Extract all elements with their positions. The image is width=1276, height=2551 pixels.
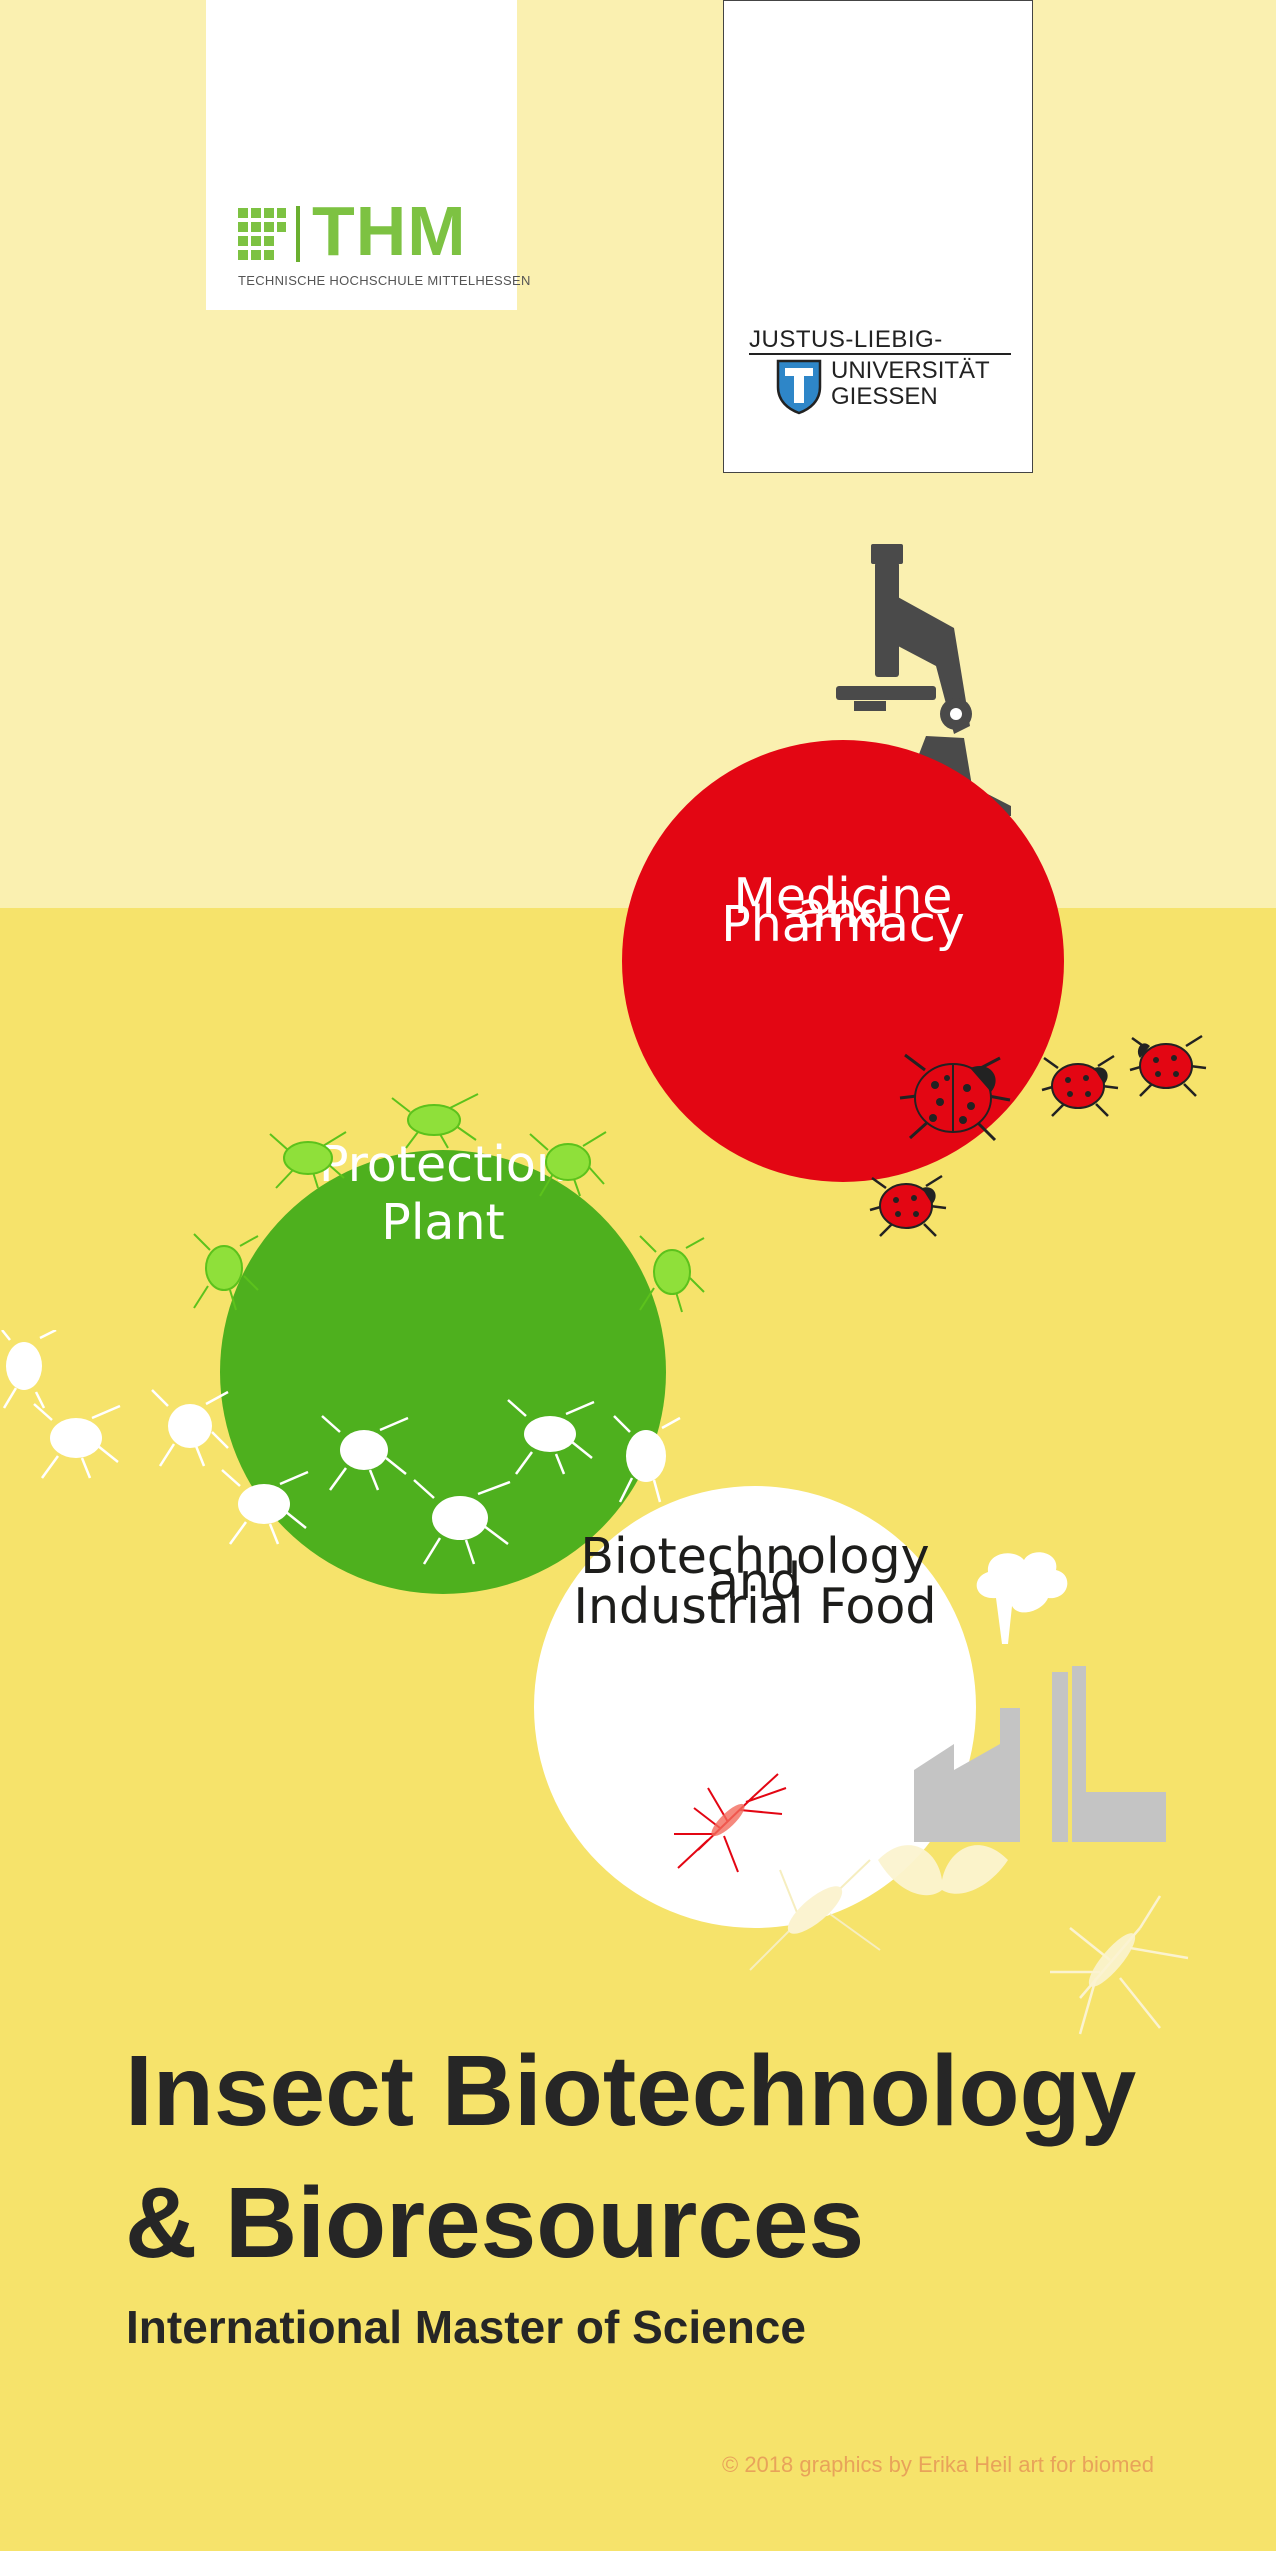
food-line2: and [708,1553,802,1610]
moth-icon [878,1845,1008,1896]
ladybug-icon [869,1174,947,1237]
ladybug-icon [1129,1034,1207,1097]
aphid-icon [269,1131,347,1189]
title-line1: Insect Biotechnology [125,2035,1137,2147]
aphid-icon [391,1093,479,1149]
jlu-rule [749,353,1011,355]
aphid-icon [639,1235,705,1313]
aphid-icon [321,1415,409,1491]
title-line2: & Bioresources [125,2167,865,2279]
mosquito-icon [674,1773,787,1873]
aphid-icon [1,1330,57,1409]
aphid-icon [193,1233,259,1311]
ladybug-icon [899,1053,1011,1142]
aphid-icon [507,1399,595,1475]
shield-icon [776,359,822,415]
thm-divider [296,206,300,262]
aphid-icon [221,1469,309,1545]
plant-line2: Protection [319,1136,567,1193]
aphid-icon [33,1403,121,1479]
jlu-name-line3: GIESSEN [831,383,938,411]
medicine-pharmacy-label: Medicine and Pharmacy [721,868,965,957]
jlu-name-line1: JUSTUS-LIEBIG- [749,326,943,353]
medicine-line2: and [796,882,890,939]
mosquito-icon [1050,1895,1189,2035]
aphid-icon [413,1479,511,1565]
jlu-name-lines: UNIVERSITÄT GIESSEN [831,357,990,411]
jlu-logo: JUSTUS-LIEBIG- UNIVERSITÄT GIESSEN [723,0,1033,473]
aphid-icon [529,1131,607,1197]
thm-subtitle: TECHNISCHE HOCHSCHULE MITTELHESSEN [238,273,531,288]
thm-wordmark: THM [312,192,467,270]
jlu-name-line2: UNIVERSITÄT [831,357,990,384]
food-line1: Industrial Food [573,1578,937,1635]
page-title: Insect Biotechnology & Bioresources [125,2025,1136,2289]
moth-icon [749,1859,881,1971]
medicine-line1: Medicine [733,868,953,925]
aphid-icon [151,1389,229,1467]
plant-line1: Plant [381,1194,505,1251]
ladybug-icon [1041,1054,1119,1117]
medicine-line3: Pharmacy [721,896,965,953]
page-subtitle: International Master of Science [126,2301,806,2353]
thm-logo: THM TECHNISCHE HOCHSCHULE MITTELHESSEN [206,0,530,310]
thm-grid-icon [238,208,286,260]
food-line3: Biotechnology [580,1528,930,1585]
image-credit: © 2018 graphics by Erika Heil art for bi… [722,2452,1154,2477]
top-background [0,0,1276,908]
factory-icon [914,1552,1166,1842]
aphid-icon [613,1415,681,1503]
